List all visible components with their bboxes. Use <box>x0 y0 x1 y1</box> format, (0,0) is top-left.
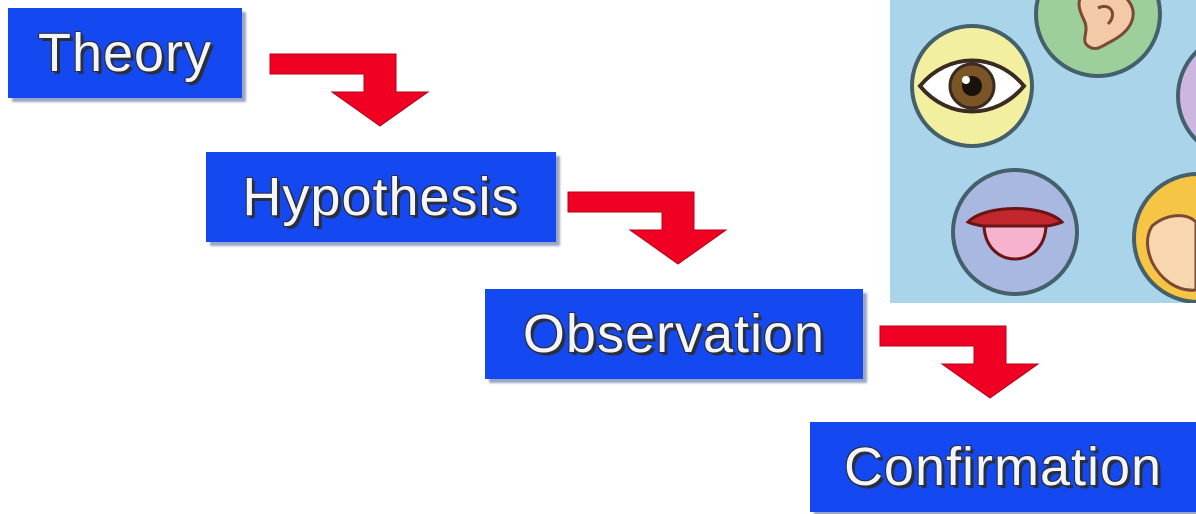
hand-icon <box>1132 172 1196 303</box>
tongue-icon <box>951 168 1079 296</box>
ear-icon <box>1034 0 1162 78</box>
eye-icon <box>910 24 1034 148</box>
step-confirmation: Confirmation <box>810 422 1196 512</box>
step-label: Theory <box>37 23 213 83</box>
arrow-observation-to-confirmation <box>879 325 1040 399</box>
step-label: Confirmation <box>843 437 1163 497</box>
step-label: Observation <box>522 304 826 364</box>
five-senses-illustration <box>890 0 1196 303</box>
step-hypothesis: Hypothesis <box>206 152 556 242</box>
step-theory: Theory <box>8 8 242 98</box>
nose-icon <box>1176 49 1196 143</box>
arrow-theory-to-hypothesis <box>269 53 430 127</box>
step-label: Hypothesis <box>242 167 520 227</box>
arrow-hypothesis-to-observation <box>567 191 728 265</box>
step-observation: Observation <box>485 289 863 379</box>
